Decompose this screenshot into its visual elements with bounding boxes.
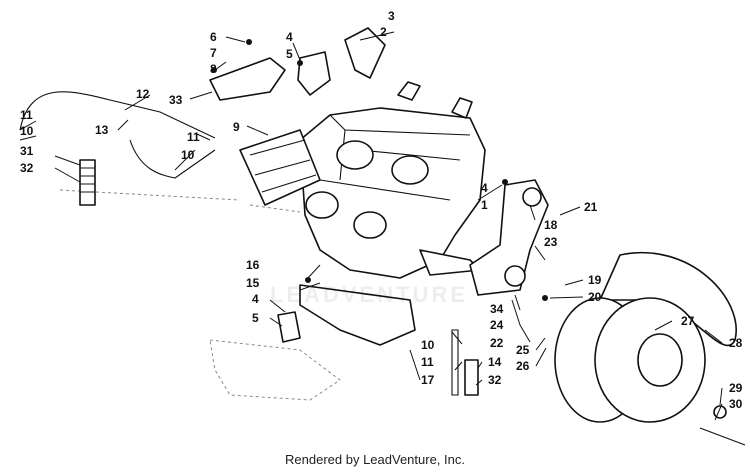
callout-33: 33 bbox=[169, 93, 183, 107]
callout-26: 26 bbox=[516, 359, 530, 373]
callout-7: 7 bbox=[210, 46, 217, 60]
top-mount-bracket bbox=[209, 27, 386, 101]
callout-31: 31 bbox=[20, 144, 34, 158]
engine-mount-plate bbox=[469, 179, 549, 296]
callout-18: 18 bbox=[544, 218, 558, 232]
lower-mount-bracket bbox=[277, 284, 416, 346]
drive-clutch-assembly bbox=[554, 252, 746, 446]
callout-12: 12 bbox=[136, 87, 150, 101]
watermark: LEADVENTURE bbox=[270, 282, 469, 307]
callout-29: 29 bbox=[729, 381, 743, 395]
callout-17: 17 bbox=[421, 373, 435, 387]
callout-11-left: 11 bbox=[20, 108, 33, 122]
callout-2: 2 bbox=[380, 25, 387, 39]
callout-5-top: 5 bbox=[286, 47, 293, 61]
callout-5-left: 5 bbox=[252, 311, 259, 325]
callout-25: 25 bbox=[516, 343, 530, 357]
callout-21: 21 bbox=[584, 200, 598, 214]
callout-labels: 3 2 6 7 8 4 5 33 9 12 13 11 10 31 32 11 … bbox=[20, 9, 743, 411]
coolant-hoses bbox=[19, 91, 479, 396]
callout-4-left: 4 bbox=[252, 292, 259, 306]
callout-13: 13 bbox=[95, 123, 109, 137]
leader-lines bbox=[19, 31, 723, 421]
callout-32-left: 32 bbox=[20, 161, 34, 175]
callout-8: 8 bbox=[210, 62, 217, 76]
footer-credit: Rendered by LeadVenture, Inc. bbox=[285, 452, 465, 467]
callout-6: 6 bbox=[210, 30, 217, 44]
callout-4-right: 4 bbox=[481, 181, 488, 195]
callout-23: 23 bbox=[544, 235, 558, 249]
callout-15: 15 bbox=[246, 276, 260, 290]
callout-9: 9 bbox=[233, 120, 240, 134]
callout-14: 14 bbox=[488, 355, 502, 369]
callout-30: 30 bbox=[729, 397, 743, 411]
callout-10-left: 10 bbox=[20, 124, 34, 138]
callout-11-mid: 11 bbox=[187, 130, 200, 144]
chassis-outline bbox=[209, 339, 341, 401]
callout-22: 22 bbox=[490, 336, 504, 350]
callout-27: 27 bbox=[681, 314, 695, 328]
callout-28: 28 bbox=[729, 336, 743, 350]
callout-3: 3 bbox=[388, 9, 395, 23]
callout-11-bottom: 11 bbox=[421, 355, 434, 369]
callout-34: 34 bbox=[490, 302, 504, 316]
callout-19: 19 bbox=[588, 273, 602, 287]
callout-1: 1 bbox=[481, 198, 488, 212]
callout-10-bottom: 10 bbox=[421, 338, 435, 352]
callout-4-top: 4 bbox=[286, 30, 293, 44]
engine-assembly bbox=[239, 81, 486, 279]
callout-32-bottom: 32 bbox=[488, 373, 502, 387]
callout-20: 20 bbox=[588, 290, 602, 304]
callout-10-mid: 10 bbox=[181, 148, 195, 162]
callout-16: 16 bbox=[246, 258, 260, 272]
callout-24: 24 bbox=[490, 318, 504, 332]
